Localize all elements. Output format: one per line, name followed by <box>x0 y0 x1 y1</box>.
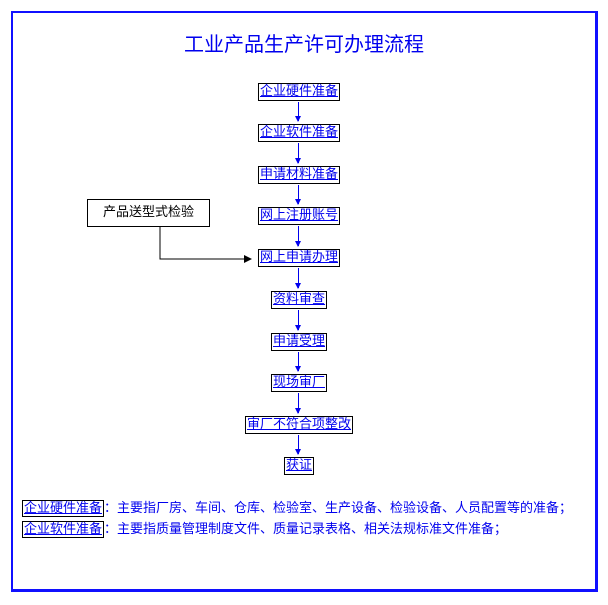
arrow-down <box>295 435 301 455</box>
step-materials-prep[interactable]: 申请材料准备 <box>257 166 341 184</box>
arrow-down <box>295 143 301 164</box>
arrow-down <box>295 268 301 289</box>
arrow-down <box>295 393 301 414</box>
step-document-review[interactable]: 资料审查 <box>270 291 328 309</box>
note-term[interactable]: 企业软件准备 <box>22 521 105 538</box>
diagram-title: 工业产品生产许可办理流程 <box>184 32 424 56</box>
arrow-down <box>295 310 301 331</box>
step-rectification[interactable]: 审厂不符合项整改 <box>244 416 354 434</box>
arrow-down <box>295 226 301 247</box>
diagram-frame <box>11 11 598 592</box>
step-online-apply[interactable]: 网上申请办理 <box>257 249 341 267</box>
notes: 企业硬件准备：主要指厂房、车间、仓库、检验室、生产设备、检验设备、人员配置等的准… <box>22 498 587 540</box>
note-hardware: 企业硬件准备：主要指厂房、车间、仓库、检验室、生产设备、检验设备、人员配置等的准… <box>22 498 587 519</box>
step-certified[interactable]: 获证 <box>283 457 315 475</box>
step-acceptance[interactable]: 申请受理 <box>270 333 328 351</box>
arrow-down <box>295 352 301 372</box>
arrow-down <box>295 102 301 122</box>
arrow-down <box>295 185 301 205</box>
step-hardware-prep[interactable]: 企业硬件准备 <box>257 83 341 101</box>
note-text: ：主要指质量管理制度文件、质量记录表格、相关法规标准文件准备； <box>104 522 508 537</box>
step-type-test: 产品送型式检验 <box>87 199 210 227</box>
note-text: ：主要指厂房、车间、仓库、检验室、生产设备、检验设备、人员配置等的准备； <box>104 501 573 516</box>
note-software: 企业软件准备：主要指质量管理制度文件、质量记录表格、相关法规标准文件准备； <box>22 519 587 540</box>
step-register-account[interactable]: 网上注册账号 <box>257 207 341 225</box>
note-term[interactable]: 企业硬件准备 <box>22 500 105 517</box>
step-site-audit[interactable]: 现场审厂 <box>270 374 328 392</box>
step-software-prep[interactable]: 企业软件准备 <box>257 124 341 142</box>
